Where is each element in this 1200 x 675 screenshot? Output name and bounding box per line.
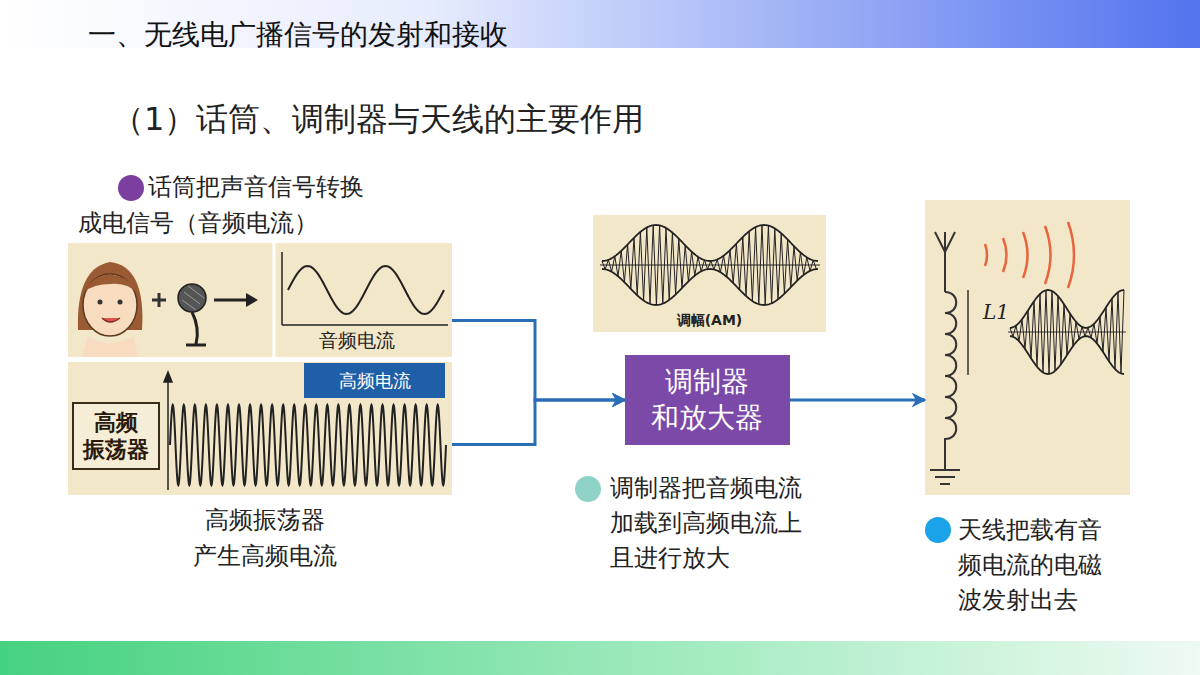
connector-arrow [452, 400, 625, 444]
bullet-dot [925, 517, 951, 543]
process-text: 调制器 和放大器 [650, 364, 765, 437]
audio-axes [282, 252, 448, 325]
hf-wave [170, 405, 446, 485]
microphone [178, 284, 206, 345]
am-envelope [602, 225, 818, 305]
antenna-panel: L1天线把载有音 频电流的电磁 波发射出去 [925, 200, 1130, 495]
oscillator-panel [68, 362, 452, 495]
mic-panel: 话筒把声音信号转换 成电信号（音频电流）音频电流 [68, 243, 452, 357]
antenna-symbol [935, 232, 955, 292]
connector-arrow [452, 321, 625, 400]
am-panel: 调幅(AM) [593, 215, 826, 332]
audio-wave [288, 266, 444, 314]
signal-label: 音频电流 [319, 328, 395, 354]
radio-waves [985, 222, 1074, 288]
bullet-text: 调制器把音频电流 加载到高频电流上 且进行放大 [610, 471, 807, 575]
plus-sign [152, 293, 166, 307]
signal-arrow [214, 293, 258, 307]
bullet-dot [118, 175, 144, 201]
antenna-carrier [1010, 290, 1124, 374]
process-box: 调制器 和放大器调制器把音频电流 加载到高频电流上 且进行放大 [625, 355, 790, 445]
am-panel [593, 215, 826, 332]
am-axes [600, 265, 820, 266]
bullet-text: 天线把载有音 频电流的电磁 波发射出去 [958, 513, 1104, 617]
antenna-panel [925, 200, 1130, 495]
bullet-dot [575, 476, 601, 502]
ground-symbol [930, 440, 960, 484]
connector-arrow [790, 399, 925, 402]
panel-caption: 高频振荡器 产生高频电流 [192, 502, 338, 574]
antenna-envelope [1010, 290, 1124, 374]
antenna-axis [967, 290, 969, 375]
footer-bar [0, 641, 1200, 675]
bullet-text: 话筒把声音信号转换 成电信号（音频电流） [78, 169, 378, 241]
signal-tag: 高频电流 [304, 363, 445, 398]
antenna-axis [1008, 332, 1126, 333]
mic-panel [68, 243, 452, 357]
oscillator-label: 高频 振荡器 [82, 409, 150, 464]
signal-tag-text: 高频电流 [339, 369, 411, 393]
waveform-label: 调幅(AM) [593, 312, 826, 330]
panel-divider [273, 243, 276, 357]
oscillator-label-box: 高频 振荡器 [72, 402, 160, 470]
section-heading: （1）话筒、调制器与天线的主要作用 [112, 98, 644, 142]
coil-l1 [945, 292, 956, 440]
coil-label: L1 [983, 300, 1009, 324]
page-title: 一、无线电广播信号的发射和接收 [88, 16, 508, 54]
oscillator-panel: 高频振荡器 产生高频电流高频 振荡器高频电流 [68, 362, 452, 495]
girl-figure [78, 262, 143, 357]
